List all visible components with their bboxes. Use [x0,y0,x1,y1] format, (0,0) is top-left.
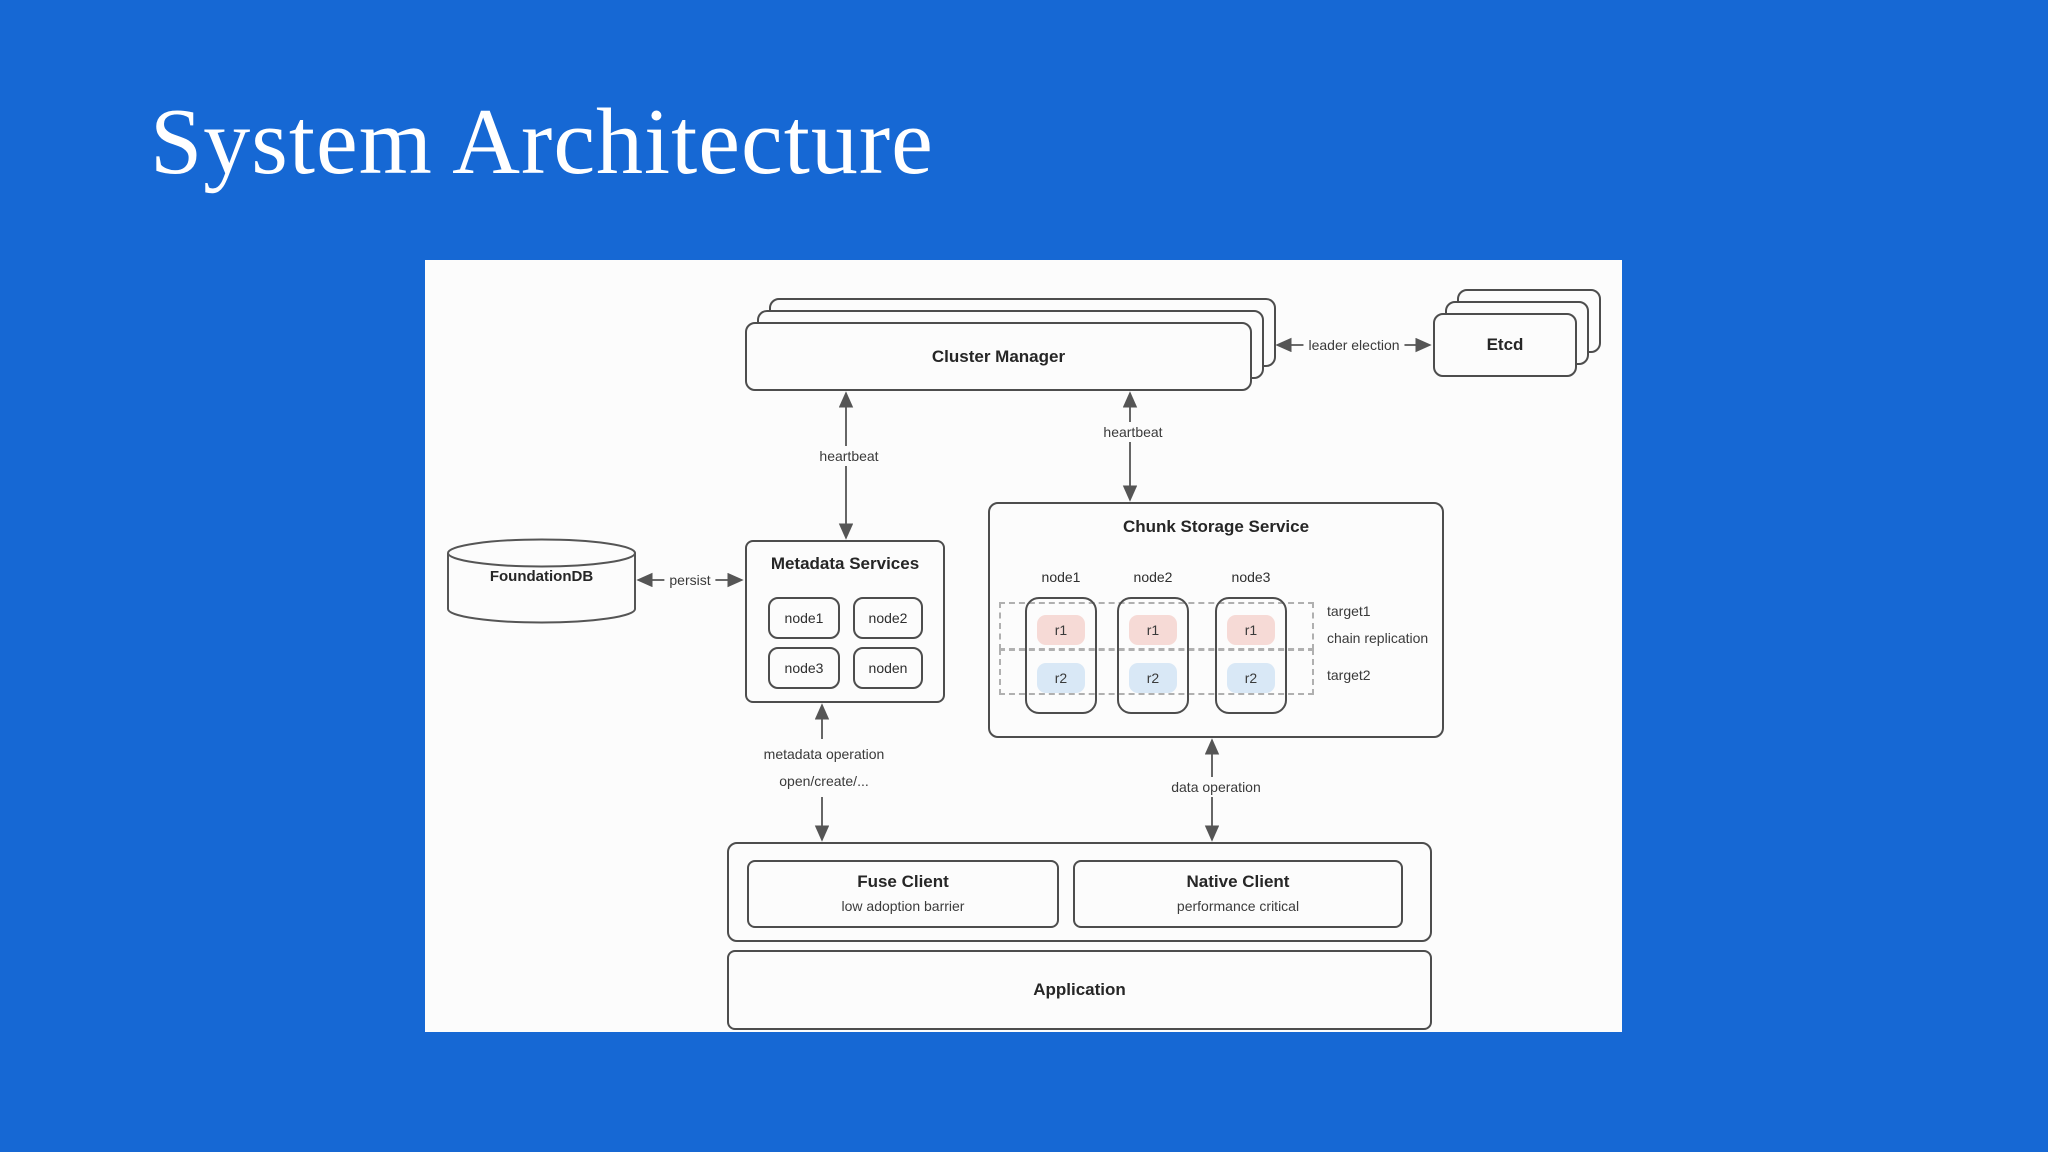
target1-label: target1 [1327,603,1371,619]
native-client-title: Native Client [1186,872,1290,891]
cluster-manager-box: Cluster Manager [745,322,1252,391]
cluster-manager-label: Cluster Manager [931,346,1066,366]
metadata-services-box: Metadata Services node1 node2 node3 node… [745,540,945,703]
storage-column-node2: r1 r2 [1117,597,1189,714]
foundationdb-label: FoundationDB [489,568,594,585]
etcd-box: Etcd [1433,313,1577,377]
metadata-operation-label: metadata operation open/create/... [758,739,890,797]
storage-column-node3: r1 r2 [1215,597,1287,714]
application-box: Application [727,950,1432,1030]
chunk-storage-title: Chunk Storage Service [1122,517,1310,536]
persist-label: persist [664,570,716,590]
chain-replication-label: chain replication [1327,630,1429,646]
data-operation-label: data operation [1166,777,1266,797]
node2-replica-r2: r2 [1129,663,1177,693]
page-title: System Architecture [150,90,934,194]
chunk-storage-service-box: Chunk Storage Service node1 node2 node3 … [988,502,1444,738]
chunk-node2-label: node2 [1133,569,1173,585]
target2-dashed-band [999,649,1314,695]
metadata-node1: node1 [768,597,840,639]
metadata-noden: noden [853,647,923,689]
node3-replica-r1: r1 [1227,615,1275,645]
metadata-services-title: Metadata Services [770,554,920,573]
clients-container-box: Fuse Client low adoption barrier Native … [727,842,1432,942]
node1-replica-r1: r1 [1037,615,1085,645]
application-label: Application [1033,980,1126,999]
architecture-diagram-panel: FoundationDB Cluster Manager Etcd Metada… [425,260,1622,1032]
fuse-client-subtitle: low adoption barrier [841,898,965,914]
metadata-operation-line2: open/create/... [779,773,869,789]
storage-column-node1: r1 r2 [1025,597,1097,714]
metadata-operation-line1: metadata operation [763,746,885,762]
fuse-client-box: Fuse Client low adoption barrier [747,860,1059,928]
metadata-node2: node2 [853,597,923,639]
metadata-node3: node3 [768,647,840,689]
target2-label: target2 [1327,667,1371,683]
node1-replica-r2: r2 [1037,663,1085,693]
node3-replica-r2: r2 [1227,663,1275,693]
leader-election-label: leader election [1303,335,1405,355]
etcd-label: Etcd [1486,335,1524,354]
fuse-client-title: Fuse Client [857,872,949,891]
chunk-node3-label: node3 [1231,569,1271,585]
database-cylinder-icon [447,538,636,624]
native-client-box: Native Client performance critical [1073,860,1403,928]
diagram-connectors [447,337,1432,842]
chunk-node1-label: node1 [1041,569,1081,585]
node2-replica-r1: r1 [1129,615,1177,645]
heartbeat-right-label: heartbeat [1098,422,1168,442]
native-client-subtitle: performance critical [1176,898,1300,914]
heartbeat-left-label: heartbeat [814,446,884,466]
